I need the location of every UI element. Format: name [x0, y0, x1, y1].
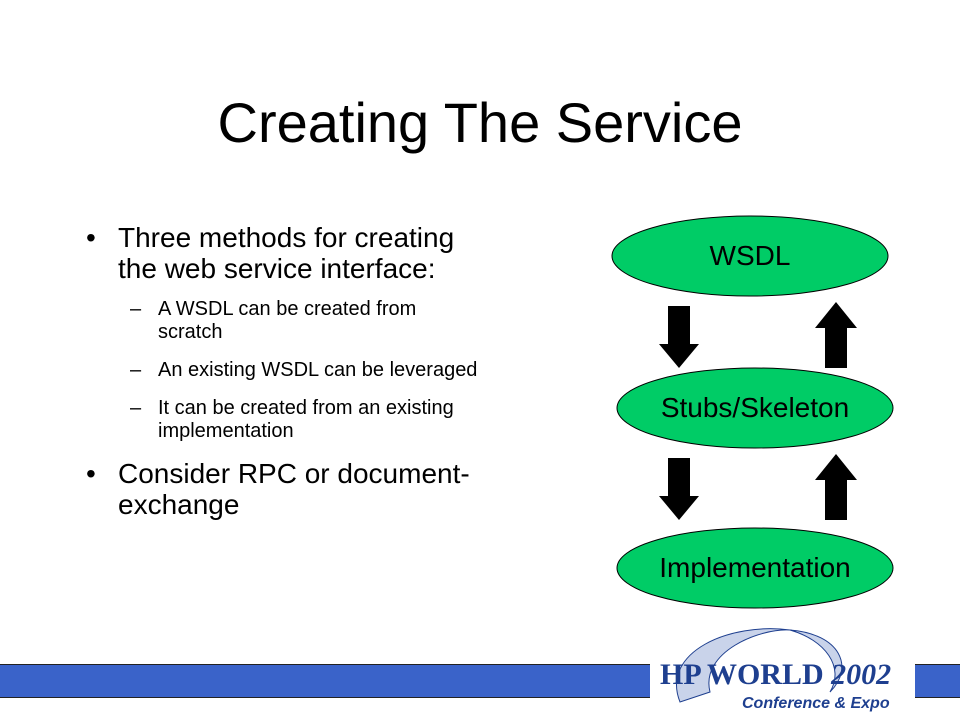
logo-swoosh-icon — [789, 629, 843, 693]
arrow-down-icon — [659, 306, 699, 368]
bullet-glyph: • — [86, 458, 96, 489]
logo-text: HP WORLD 2002 — [660, 658, 891, 691]
arrow-up-icon — [815, 302, 857, 368]
logo-swoosh-icon — [676, 628, 791, 703]
bullet-item: • Three methods for creating the web ser… — [86, 222, 486, 284]
node-label-implementation: Implementation — [659, 552, 851, 583]
bullet-item: • Consider RPC or document-exchange — [86, 458, 486, 520]
sub-bullet-item: – An existing WSDL can be leveraged — [86, 359, 478, 382]
arrow-up-icon — [815, 454, 857, 520]
hp-world-logo: HP WORLD 2002 Conference & Expo — [650, 628, 915, 718]
slide-title: Creating The Service — [217, 91, 743, 154]
logo-brand: HP WORLD — [660, 658, 824, 691]
sub-bullet-glyph: – — [130, 397, 142, 419]
arrow-down-icon — [659, 458, 699, 520]
sub-bullet-text: It can be created from an existing imple… — [158, 397, 454, 442]
sub-bullet-item: – It can be created from an existing imp… — [86, 397, 478, 443]
node-stubs-skeleton — [616, 367, 894, 449]
sub-bullet-text: A WSDL can be created from scratch — [158, 298, 417, 343]
sub-bullet-glyph: – — [130, 298, 142, 320]
node-label-wsdl: WSDL — [709, 240, 791, 271]
node-wsdl — [611, 215, 889, 297]
bullet-list: • Three methods for creating the web ser… — [86, 222, 486, 520]
bullet-text: Consider RPC or document-exchange — [118, 458, 470, 520]
sub-bullet-text: An existing WSDL can be leveraged — [158, 359, 478, 381]
bullet-glyph: • — [86, 222, 96, 253]
node-label-stubs-skeleton: Stubs/Skeleton — [660, 392, 850, 423]
logo-year: 2002 — [830, 658, 891, 691]
node-implementation — [616, 527, 894, 609]
sub-bullet-item: – A WSDL can be created from scratch — [86, 298, 478, 344]
sub-bullet-glyph: – — [130, 359, 142, 381]
bullet-text: Three methods for creating the web servi… — [118, 222, 455, 284]
logo-tagline: Conference & Expo — [742, 695, 890, 712]
